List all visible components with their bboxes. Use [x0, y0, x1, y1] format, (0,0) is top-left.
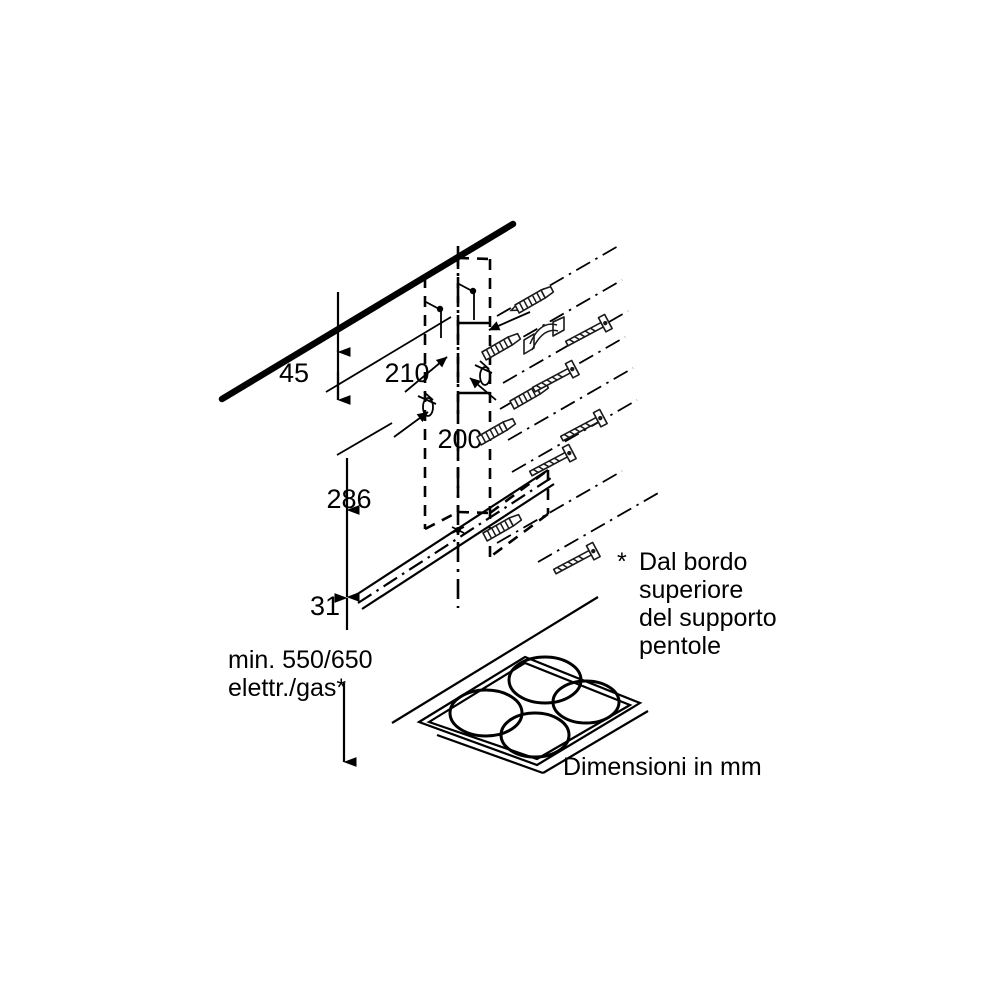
- dimension-label-45: 45: [279, 358, 309, 388]
- footnote-line-3: del supporto: [639, 604, 777, 632]
- min-clearance-label: min. 550/650 elettr./gas*: [228, 646, 373, 702]
- dimension-31: 31: [310, 591, 349, 630]
- callout-arrow-top-mount: [488, 311, 531, 331]
- burner-zone: [448, 688, 524, 738]
- units-caption: Dimensioni in mm: [563, 753, 762, 781]
- units-caption-text: Dimensioni in mm: [563, 753, 762, 781]
- footnote-marker: *: [617, 548, 627, 576]
- footnote-line-4: pentole: [639, 632, 721, 660]
- dimension-label-31: 31: [310, 591, 340, 621]
- dimension-210: 210: [384, 356, 448, 393]
- hardware-group: [476, 244, 661, 575]
- mounting-screw: [564, 313, 613, 347]
- mounting-points: [417, 283, 493, 534]
- dimension-286: 286: [326, 422, 393, 602]
- mount-mark-bottom: [451, 526, 465, 534]
- ceiling-edge-line: [218, 220, 517, 403]
- dimension-45: 45: [279, 292, 351, 405]
- mounting-screw: [552, 541, 601, 575]
- footnote-line-2: superiore: [639, 576, 743, 604]
- min-clearance-line-1: min. 550/650: [228, 646, 373, 674]
- wall-plug-dowel: [476, 417, 517, 446]
- mount-mark-mid-right: [458, 360, 493, 395]
- footnote-line-1: Dal bordo: [639, 548, 747, 576]
- dimension-label-210: 210: [384, 358, 429, 388]
- mounting-screw: [559, 408, 608, 442]
- min-clearance-line-2: elettr./gas*: [228, 674, 346, 702]
- mount-mark-upper-right: [458, 283, 490, 325]
- extension-line-45: [325, 316, 452, 393]
- mount-mark-mid-left: [417, 391, 437, 417]
- footnote-block: * Dal bordo superiore del supporto pento…: [617, 548, 777, 660]
- dimension-200: 200: [393, 377, 497, 454]
- mounting-screw: [531, 359, 580, 393]
- dimension-label-200: 200: [437, 424, 482, 454]
- mount-mark-upper-left: [425, 301, 444, 338]
- wall-plug-dowel: [481, 332, 522, 361]
- burner-zone: [499, 711, 571, 759]
- wall-plug-dowel: [509, 285, 555, 314]
- burner-zone: [551, 679, 621, 725]
- hood-hanging-bracket: [523, 316, 565, 355]
- mounting-screw: [528, 443, 577, 477]
- dimension-label-286: 286: [326, 484, 371, 514]
- wall-plug-dowel: [482, 513, 523, 542]
- countertop-and-hob: [391, 596, 649, 775]
